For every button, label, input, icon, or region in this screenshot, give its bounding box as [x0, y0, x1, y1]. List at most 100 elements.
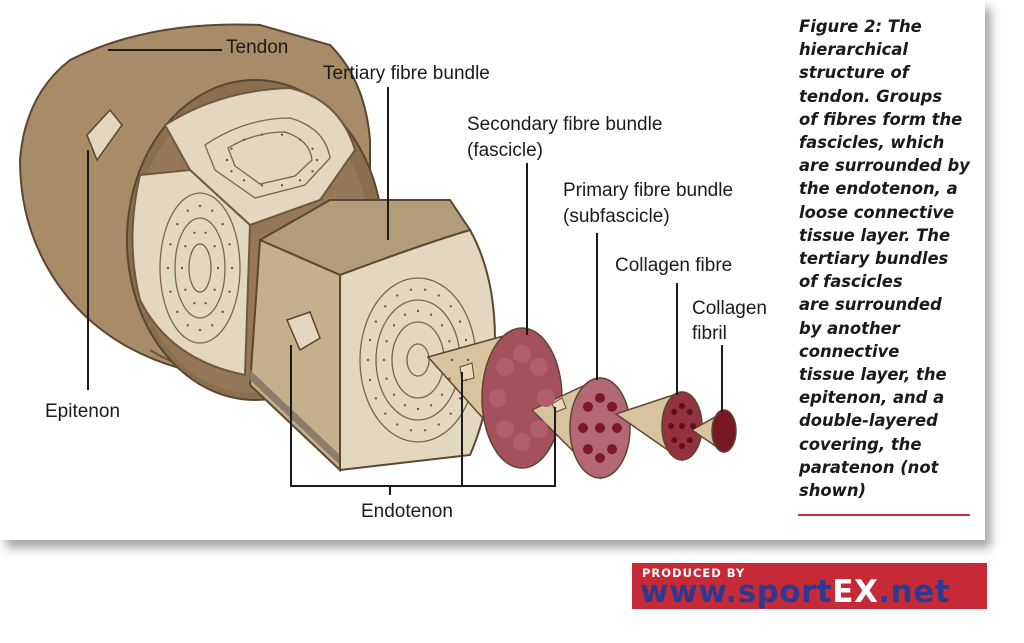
texture-dot	[169, 290, 172, 293]
texture-dot	[213, 245, 216, 248]
tissue-texture-dots	[166, 133, 696, 463]
endotenon-label: Endotenon	[361, 501, 453, 522]
texture-dot	[440, 393, 444, 396]
texture-dot	[260, 133, 264, 136]
texture-dot	[429, 404, 433, 407]
fascicle-label: (fascicle)	[467, 140, 544, 161]
texture-dot	[429, 313, 433, 316]
texture-dot	[298, 179, 302, 182]
texture-dot	[169, 243, 172, 246]
texture-dot	[449, 412, 452, 415]
texture-dot	[186, 324, 189, 327]
texture-dot	[578, 423, 588, 433]
texture-dot	[230, 147, 233, 150]
texture-dot	[582, 401, 593, 412]
collagen-fibre-cone	[614, 390, 703, 462]
texture-dot	[595, 453, 605, 463]
collagen-fibril-cone	[690, 409, 737, 454]
texture-dot	[228, 290, 231, 293]
texture-dot	[374, 397, 378, 400]
texture-dot	[607, 444, 618, 455]
texture-dot	[537, 389, 555, 407]
url-suffix: .net	[878, 574, 951, 610]
texture-dot	[382, 358, 386, 362]
texture-dot	[228, 243, 231, 246]
texture-dot	[221, 310, 224, 314]
url-ex: EX	[832, 574, 879, 610]
texture-dot	[458, 397, 462, 400]
texture-dot	[230, 266, 234, 270]
texture-dot	[298, 138, 302, 141]
texture-dot	[193, 231, 196, 235]
produced-by-text: PRODUCED BY	[642, 566, 746, 580]
texture-dot	[230, 170, 233, 173]
leader-lines	[87, 49, 723, 495]
texture-dot	[392, 393, 396, 396]
texture-dot	[225, 158, 229, 162]
texture-dot	[416, 309, 420, 313]
texture-dot	[176, 310, 179, 314]
texture-dot	[448, 377, 451, 380]
texture-dot	[668, 423, 674, 429]
texture-dot	[315, 158, 319, 162]
texture-dot	[513, 433, 531, 451]
tendon-label: Tendon	[226, 37, 289, 58]
texture-dot	[204, 301, 207, 305]
texture-dot	[384, 412, 387, 415]
texture-dot	[385, 340, 388, 343]
texture-dot	[679, 443, 685, 449]
texture-dot	[612, 423, 622, 433]
texture-dot	[686, 408, 693, 415]
texture-dot	[384, 305, 387, 308]
texture-dot	[216, 266, 220, 270]
texture-dot	[690, 423, 696, 429]
texture-dot	[464, 338, 468, 342]
texture-dot	[213, 288, 216, 291]
tertiary-fibre-bundle-block	[248, 199, 497, 473]
endotenon-bracket	[290, 345, 556, 487]
texture-dot	[374, 320, 378, 323]
texture-dot	[368, 338, 372, 342]
texture-dot	[403, 404, 407, 407]
tertiary-fibre-bundle-label: Tertiary fibre bundle	[323, 63, 490, 84]
texture-dot	[458, 320, 462, 323]
subfascicle-label: (subfascicle)	[563, 206, 670, 227]
url-prefix: www.sport	[640, 574, 833, 610]
texture-dot	[671, 408, 678, 415]
texture-dot	[211, 324, 214, 327]
texture-dot	[184, 288, 187, 291]
texture-dot	[198, 328, 202, 332]
texture-dot	[198, 204, 202, 208]
texture-dot	[679, 403, 685, 409]
texture-dot	[409, 429, 413, 432]
texture-dot	[671, 437, 678, 444]
texture-dot	[260, 184, 264, 187]
texture-dot	[280, 133, 284, 136]
texture-dot	[180, 266, 184, 270]
texture-dot	[448, 340, 451, 343]
texture-dot	[449, 305, 452, 308]
texture-dot	[423, 429, 427, 432]
caption-divider	[798, 514, 970, 516]
figure-caption: Figure 2: The hierarchical structure of …	[799, 17, 970, 501]
texture-dot	[450, 358, 454, 362]
texture-dot	[204, 231, 207, 235]
texture-dot	[496, 420, 515, 439]
texture-dot	[403, 313, 407, 316]
collagen-fibril-label-line2: fibril	[692, 323, 727, 344]
texture-dot	[595, 393, 605, 403]
texture-dot	[464, 378, 468, 382]
texture-dot	[396, 423, 399, 426]
texture-dot	[496, 357, 515, 376]
epitenon-label: Epitenon	[45, 401, 121, 422]
texture-dot	[396, 294, 399, 297]
texture-dot	[366, 358, 370, 362]
texture-dot	[437, 294, 440, 297]
collagen-fibre-label: Collagen fibre	[615, 255, 733, 276]
texture-dot	[392, 324, 396, 327]
texture-dot	[440, 324, 444, 327]
texture-dot	[409, 288, 413, 291]
primary-fibre-bundle-label: Primary fibre bundle	[563, 180, 734, 201]
texture-dot	[211, 209, 214, 212]
